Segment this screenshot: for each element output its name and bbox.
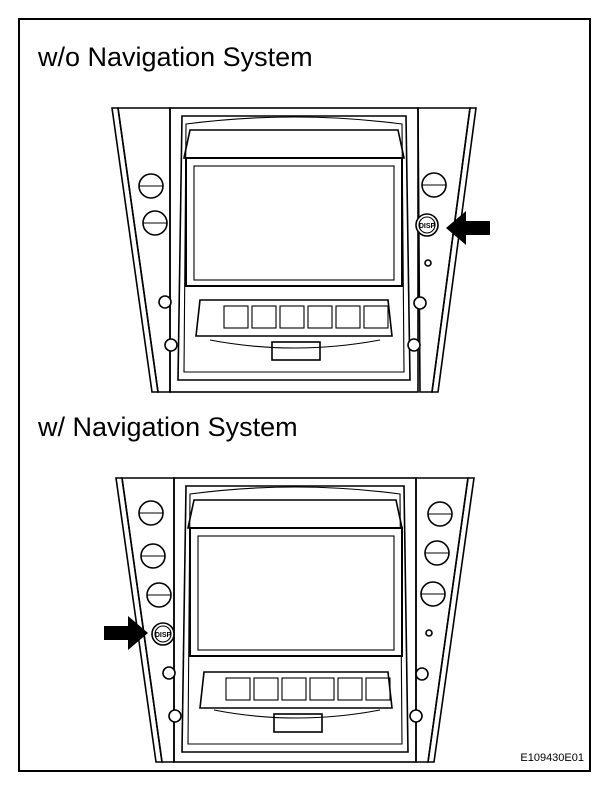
preset-button <box>337 677 363 701</box>
preset-button-row <box>199 671 393 709</box>
preset-button <box>223 305 249 329</box>
preset-button-row <box>195 299 393 337</box>
small-button <box>168 709 182 723</box>
center-button <box>271 341 321 361</box>
preset-button <box>279 305 305 329</box>
disp-button-label: DISP <box>155 632 172 639</box>
preset-button <box>309 677 335 701</box>
small-button <box>164 338 178 352</box>
preset-button <box>365 677 391 701</box>
small-button <box>415 667 429 681</box>
preset-button <box>251 305 277 329</box>
small-button <box>413 296 427 310</box>
small-button <box>407 338 421 352</box>
heading-with-navigation: w/ Navigation System <box>38 412 298 442</box>
preset-button <box>335 305 361 329</box>
preset-button <box>225 677 251 701</box>
center-button <box>273 713 323 733</box>
disp-button-label: DISP <box>419 223 436 230</box>
center-bezel <box>173 477 417 763</box>
small-button <box>162 666 176 680</box>
arrow-left-icon <box>446 211 490 245</box>
preset-button <box>281 677 307 701</box>
preset-button <box>307 305 333 329</box>
small-button <box>409 709 423 723</box>
heading-without-navigation: w/o Navigation System <box>38 42 313 72</box>
arrow-right-icon <box>104 616 148 650</box>
preset-button <box>253 677 279 701</box>
figure-frame <box>18 18 591 772</box>
display-screen <box>185 157 403 287</box>
preset-button <box>363 305 389 329</box>
figure-code: E109430E01 <box>520 752 584 764</box>
center-bezel <box>169 107 419 393</box>
indicator-dot <box>425 629 433 637</box>
indicator-dot <box>424 259 432 267</box>
display-screen <box>189 527 403 657</box>
small-button <box>158 295 172 309</box>
